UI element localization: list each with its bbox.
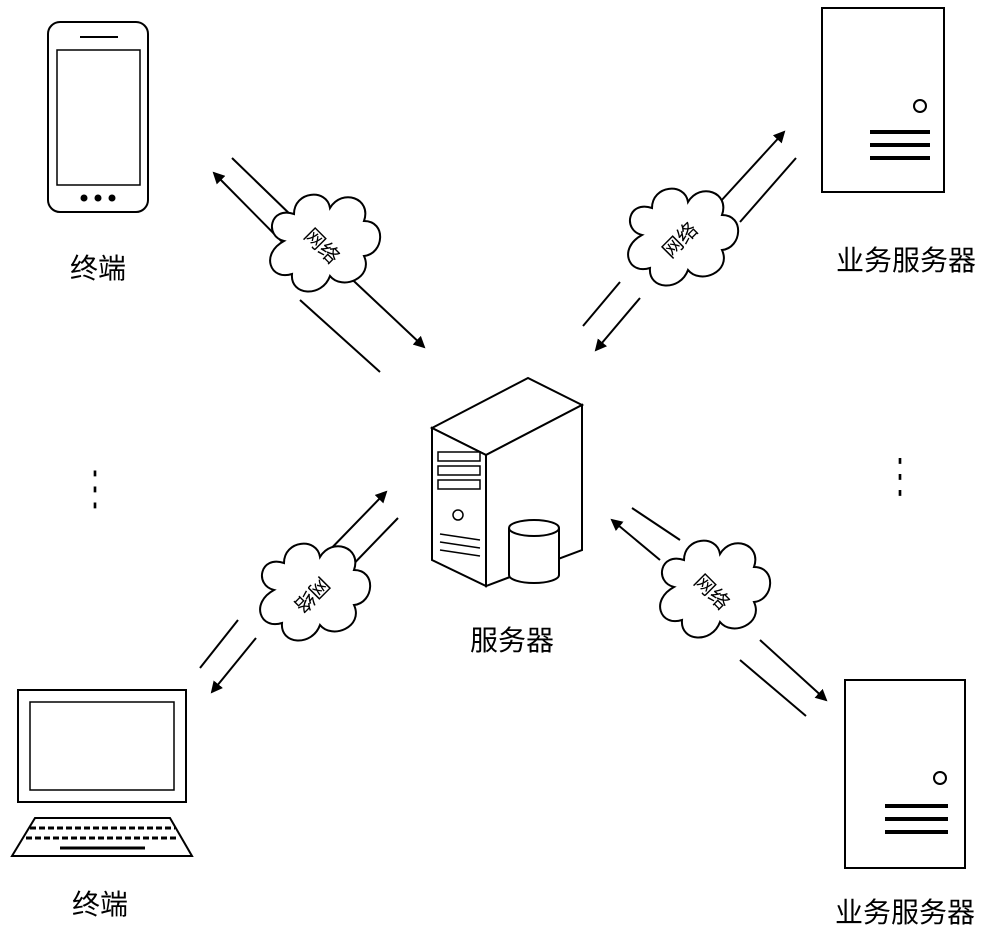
server-label: 服务器	[470, 624, 554, 657]
arrow-to-server	[594, 297, 641, 352]
connection-top-right: 网络	[582, 130, 797, 352]
connection-bottom-right: 网络	[610, 507, 828, 717]
central-server-icon	[429, 376, 585, 588]
ellipsis-left: ⋮	[82, 461, 108, 515]
arrow-to-terminal	[210, 637, 257, 694]
business-server-label-bottom: 业务服务器	[835, 896, 975, 929]
mobile-terminal-icon	[47, 21, 149, 213]
arrow-to-business-server	[719, 130, 786, 203]
connection-top-left: 网络	[212, 157, 426, 373]
business-server-icon-bottom	[844, 679, 966, 869]
terminal-label-bottom: 终端	[72, 888, 128, 921]
desktop-terminal-icon	[10, 689, 194, 857]
arrow-to-server	[610, 518, 661, 561]
terminal-label-top: 终端	[70, 252, 126, 285]
business-server-icon-top	[821, 7, 945, 193]
arrow-to-business-server	[759, 639, 828, 702]
connection-bottom-left: 网络	[199, 490, 399, 694]
ellipsis-right: ⋮	[887, 448, 913, 502]
business-server-label-top: 业务服务器	[836, 244, 976, 277]
